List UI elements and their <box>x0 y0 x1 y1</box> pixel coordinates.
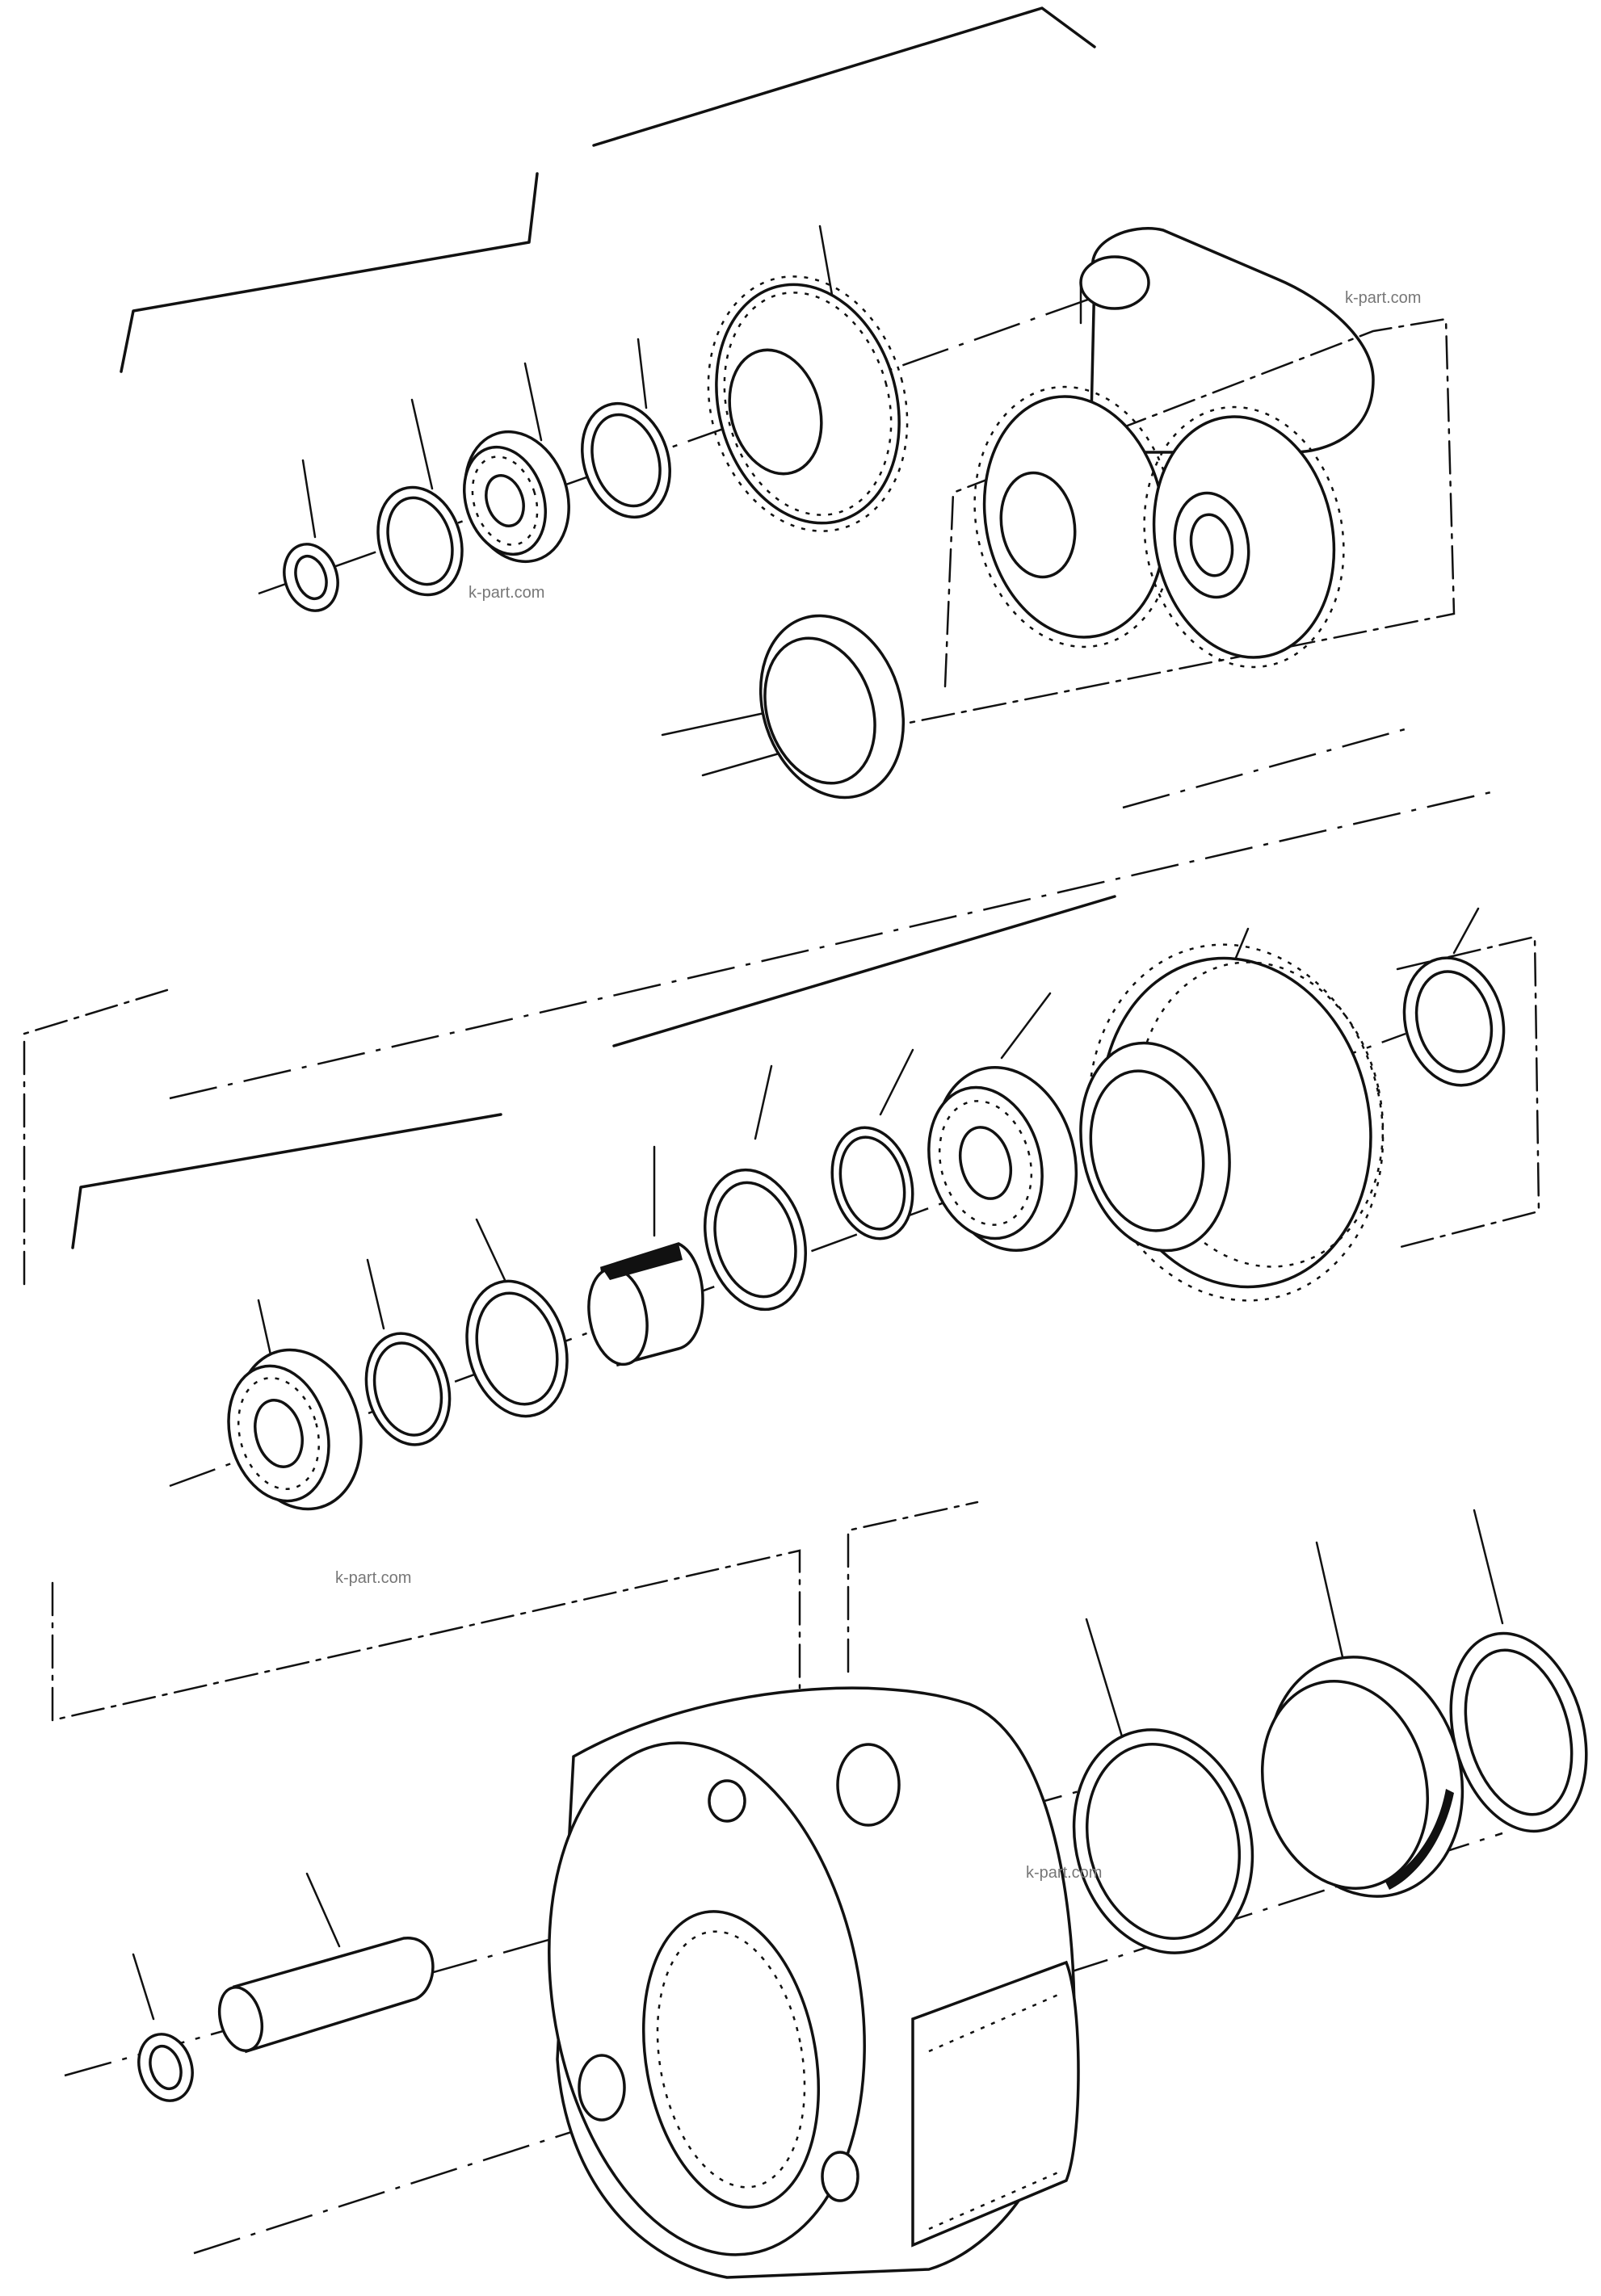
planet-carrier-housing <box>548 1686 1080 2279</box>
roller-bearing-left <box>227 1299 363 1511</box>
snap-ring-middle-1 <box>465 1218 569 1418</box>
washer-middle-1 <box>364 1258 452 1446</box>
bracket-lower-box <box>51 1549 801 1722</box>
bracket-right-box <box>1396 935 1540 1249</box>
watermark-1: k-part.com <box>1345 289 1421 307</box>
snap-ring-middle-2 <box>703 1064 808 1312</box>
watermarks: k-part.com k-part.com k-part.com k-part.… <box>335 289 1421 1882</box>
snap-ring-lower <box>1072 1618 1254 1954</box>
bracket-top-right <box>592 6 1096 147</box>
bracket-middle-outer <box>23 988 171 1286</box>
large-gear-middle <box>1079 927 1385 1302</box>
bracket-upper-box <box>887 317 1456 728</box>
thrust-washer-top <box>661 614 906 800</box>
watermark-3: k-part.com <box>335 1569 411 1587</box>
seal-ring-lower <box>1449 1509 1588 1833</box>
retaining-ring-top-2 <box>581 338 671 519</box>
bracket-middle-right <box>612 895 1116 1047</box>
lower-group <box>132 1509 1588 2279</box>
roller-bearing-right <box>927 992 1078 1252</box>
snap-ring-small-top <box>283 459 339 612</box>
planet-carrier-top <box>973 227 1375 669</box>
watermark-4: k-part.com <box>1026 1864 1102 1882</box>
bushing-middle <box>587 1145 704 1367</box>
idler-gear-top <box>707 225 909 532</box>
thrust-ring-right <box>1402 907 1506 1087</box>
group-brackets <box>23 6 1540 1722</box>
snap-ring-small-lower <box>132 1953 194 2102</box>
retaining-ring-top <box>376 398 464 597</box>
washer-middle-2 <box>830 1048 914 1240</box>
bracket-middle-left <box>71 1113 502 1249</box>
ball-bearing-top <box>462 362 570 564</box>
planet-pin <box>217 1872 435 2054</box>
bearing-cap-lower <box>1260 1541 1464 1898</box>
bracket-top-left <box>120 172 539 373</box>
top-group <box>283 225 1375 800</box>
watermark-2: k-part.com <box>469 584 544 602</box>
middle-group <box>227 907 1506 1511</box>
centerline-pinion <box>1122 725 1414 809</box>
bracket-lower-right <box>847 1501 979 1673</box>
